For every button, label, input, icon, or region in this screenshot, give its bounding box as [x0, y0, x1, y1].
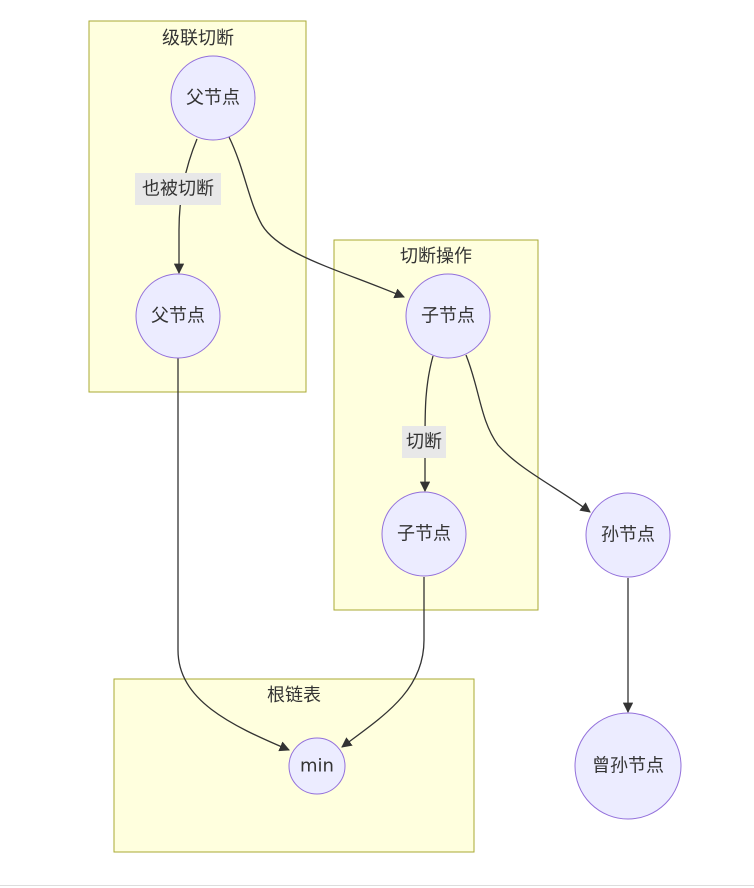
node-grandchild-label: 孙节点	[601, 525, 655, 546]
bottom-divider	[0, 885, 754, 886]
node-min-label: min	[300, 756, 334, 777]
edge-label-also-cut-text: 也被切断	[142, 179, 214, 200]
edge-parent-to-child	[228, 136, 405, 299]
node-great-grandchild: 曾孙节点	[574, 712, 682, 820]
node-child-label: 子节点	[421, 306, 475, 327]
edge-label-also-cut: 也被切断	[135, 173, 221, 205]
node-min: min	[288, 737, 346, 795]
cluster-root-list-title: 根链表	[267, 685, 321, 706]
edge-grandparent-to-min	[177, 331, 290, 752]
node-grandparent: 父节点	[135, 273, 221, 359]
node-child: 子节点	[405, 273, 491, 359]
node-parent-label: 父节点	[186, 88, 240, 109]
node-parent: 父节点	[170, 55, 256, 141]
node-child-detached-label: 子节点	[397, 524, 451, 545]
node-great-grandchild-label: 曾孙节点	[592, 756, 664, 777]
edge-label-cut: 切断	[402, 426, 446, 458]
node-grandparent-label: 父节点	[151, 306, 205, 327]
node-child-detached: 子节点	[381, 491, 467, 577]
edge-child2-to-min	[341, 577, 425, 748]
node-grandchild: 孙节点	[585, 492, 671, 578]
edge-child-to-grandchild	[465, 354, 591, 513]
edge-label-cut-text: 切断	[406, 432, 442, 453]
cluster-cascade-cut-title: 级联切断	[162, 28, 234, 49]
cluster-cut-operation-title: 切断操作	[400, 246, 472, 267]
